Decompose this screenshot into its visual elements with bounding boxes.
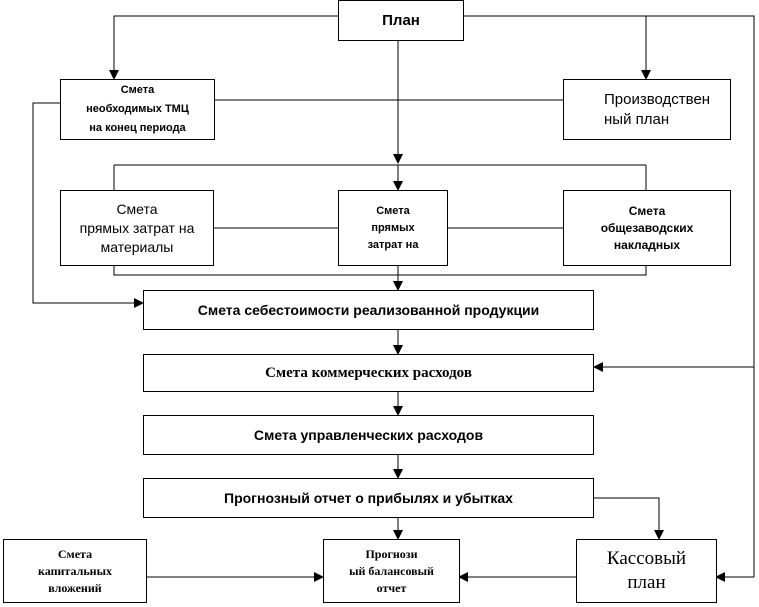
node-cash-plan: Кассовый план [576,539,717,603]
node-balance-forecast-label: Прогнози ый балансовый отчет [349,546,434,595]
line-plan-right [463,15,755,577]
node-commercial-estimate: Смета коммерческих расходов [143,354,594,392]
node-plan-label: План [382,12,420,29]
arrow-tmc-to-cost [32,102,144,308]
node-overhead-estimate-label: Смета общезаводских накладных [600,203,694,252]
arrow-forecast-to-cash [593,497,664,540]
node-labor-estimate-label: Смета прямых затрат на [367,204,419,251]
node-management-estimate-label: Смета управленческих расходов [253,427,484,443]
node-overhead-estimate: Смета общезаводских накладных [563,190,731,266]
node-capital-estimate-label: Смета капитальных вложений [38,546,112,595]
node-commercial-estimate-label: Смета коммерческих расходов [265,364,472,381]
node-forecast-report-label: Прогнозный отчет о прибылях и убытках [224,490,513,506]
node-plan: План [338,0,464,41]
node-cost-estimate-label: Смета себестоимости реализованной продук… [197,302,540,318]
node-production-plan-label: Производствен ный план [604,90,711,128]
node-materials-estimate-label: Смета прямых затрат на материалы [79,200,195,255]
node-materials-estimate: Смета прямых затрат на материалы [60,190,214,266]
node-balance-forecast: Прогнози ый балансовый отчет [323,539,460,603]
arrow-plan-to-production [463,15,651,80]
node-capital-estimate: Смета капитальных вложений [3,539,147,603]
node-management-estimate: Смета управленческих расходов [143,415,594,455]
node-forecast-report: Прогнозный отчет о прибылях и убытках [143,478,594,518]
node-production-plan: Производствен ный план [563,79,731,140]
node-tmc-estimate: Смета необходимых ТМЦ на конец периода [60,79,215,140]
line-level2-bottom [113,265,647,276]
node-cost-estimate: Смета себестоимости реализованной продук… [143,290,594,330]
node-cash-plan-label: Кассовый план [606,548,687,593]
node-labor-estimate: Смета прямых затрат на [338,190,448,266]
arrow-plan-to-tmc [109,15,338,80]
node-tmc-estimate-label: Смета необходимых ТМЦ на конец периода [86,84,189,134]
